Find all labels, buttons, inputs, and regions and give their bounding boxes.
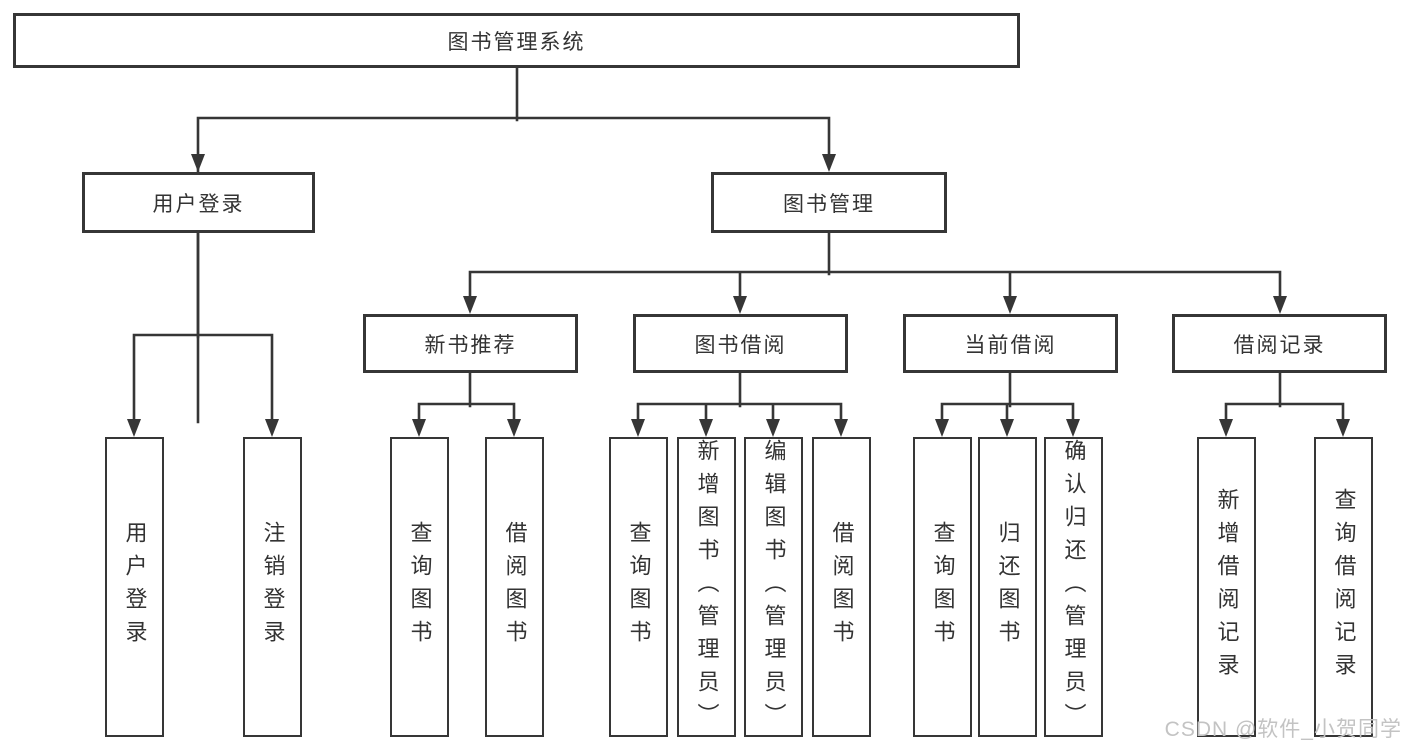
arrowhead — [822, 154, 836, 172]
node-new-book-recommend: 新书推荐 — [363, 314, 578, 373]
node-label: 新增借阅记录 — [1214, 488, 1240, 686]
leaf-confirm-return-admin: 确认归还（管理员） — [1044, 437, 1103, 737]
node-label: 注销登录 — [260, 521, 286, 653]
arrowhead — [935, 419, 949, 437]
connector-borrowrecord-to-leaves — [1224, 371, 1345, 424]
node-library-system: 图书管理系统 — [13, 13, 1020, 68]
arrowhead — [127, 419, 141, 437]
leaf-query-books-borrow: 查询图书 — [609, 437, 668, 737]
node-label: 借阅记录 — [1233, 333, 1326, 357]
leaf-add-borrow-record: 新增借阅记录 — [1197, 437, 1256, 737]
node-label: 新书推荐 — [424, 333, 517, 357]
connector-newbook-to-leaves — [417, 371, 516, 424]
arrowhead — [191, 154, 205, 172]
arrowhead — [699, 419, 713, 437]
leaf-user-login: 用户登录 — [105, 437, 164, 737]
arrowhead — [1000, 419, 1014, 437]
arrowheads — [127, 154, 1350, 437]
arrowhead — [1219, 419, 1233, 437]
node-book-borrowing: 图书借阅 — [633, 314, 848, 373]
leaf-return-books: 归还图书 — [978, 437, 1037, 737]
node-label: 查询图书 — [407, 521, 433, 653]
leaf-borrow-books-recommend: 借阅图书 — [485, 437, 544, 737]
arrowhead — [733, 296, 747, 314]
node-label: 新增图书（管理员） — [694, 438, 720, 736]
node-book-management: 图书管理 — [711, 172, 947, 233]
arrowhead — [412, 419, 426, 437]
leaf-query-books-recommend: 查询图书 — [390, 437, 449, 737]
connector-root-to-level2 — [196, 66, 831, 424]
arrowhead — [1003, 296, 1017, 314]
leaf-query-books-current: 查询图书 — [913, 437, 972, 737]
leaf-query-borrow-record: 查询借阅记录 — [1314, 437, 1373, 737]
node-label: 查询图书 — [930, 521, 956, 653]
leaf-borrow-books: 借阅图书 — [812, 437, 871, 737]
node-label: 当前借阅 — [964, 333, 1057, 357]
leaf-edit-books-admin: 编辑图书（管理员） — [744, 437, 803, 737]
node-label: 查询图书 — [626, 521, 652, 653]
node-label: 用户登录 — [122, 521, 148, 653]
node-label: 图书管理系统 — [447, 30, 586, 54]
node-borrow-records: 借阅记录 — [1172, 314, 1387, 373]
leaf-logout: 注销登录 — [243, 437, 302, 737]
node-label: 归还图书 — [995, 521, 1021, 653]
arrowhead — [1066, 419, 1080, 437]
node-label: 借阅图书 — [829, 521, 855, 653]
connector-bookmgmt-to-level3 — [468, 231, 1282, 301]
node-label: 查询借阅记录 — [1331, 488, 1357, 686]
arrowhead — [631, 419, 645, 437]
arrowhead — [463, 296, 477, 314]
node-current-borrowing: 当前借阅 — [903, 314, 1118, 373]
leaf-add-books-admin: 新增图书（管理员） — [677, 437, 736, 737]
arrowhead — [1336, 419, 1350, 437]
arrowhead — [1273, 296, 1287, 314]
arrowhead — [507, 419, 521, 437]
arrowhead — [265, 419, 279, 437]
node-label: 确认归还（管理员） — [1061, 438, 1087, 736]
node-label: 借阅图书 — [502, 521, 528, 653]
connector-userlogin-to-leaves — [132, 231, 274, 424]
node-label: 图书管理 — [783, 192, 875, 216]
csdn-watermark: CSDN @软件_小贺同学 — [1164, 718, 1402, 741]
connector-currentborrow-to-leaves — [940, 371, 1075, 424]
connector-bookborrow-to-leaves — [636, 371, 843, 424]
arrowhead — [834, 419, 848, 437]
node-label: 用户登录 — [152, 192, 245, 216]
arrowhead — [766, 419, 780, 437]
node-label: 图书借阅 — [694, 333, 787, 357]
node-label: 编辑图书（管理员） — [761, 438, 787, 736]
node-user-login: 用户登录 — [82, 172, 315, 233]
